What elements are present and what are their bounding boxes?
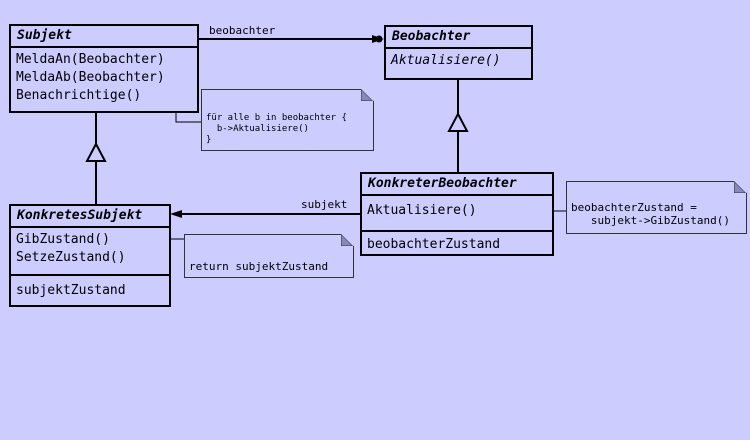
class-subjekt: Subjekt MeldaAn(Beobachter) MeldaAb(Beob… <box>9 24 199 113</box>
class-konkretes-subjekt-operations: GibZustand() SetzeZustand() <box>11 228 169 274</box>
association-beobachter-label: beobachter <box>209 24 276 37</box>
association-beobachter-dot <box>375 35 383 43</box>
operation: MeldaAn(Beobachter) <box>16 52 165 67</box>
class-konkretes-subjekt-name: KonkretesSubjekt <box>11 206 169 228</box>
class-konkreter-beobachter-attributes: beobachterZustand <box>362 230 552 257</box>
generalization-beobachter-triangle <box>447 111 469 132</box>
class-konkretes-subjekt: KonkretesSubjekt GibZustand() SetzeZusta… <box>9 204 171 307</box>
operation: MeldaAb(Beobachter) <box>16 70 165 85</box>
attribute: beobachterZustand <box>367 237 501 252</box>
class-beobachter-name: Beobachter <box>386 27 531 49</box>
note-aktualisiere: beobachterZustand = subjekt->GibZustand(… <box>566 181 747 234</box>
note-benachrichtige: für alle b in beobachter { b->Aktualisie… <box>201 89 374 151</box>
association-subjekt-arrowhead <box>170 210 182 218</box>
association-subjekt-label: subjekt <box>301 198 348 211</box>
class-konkreter-beobachter-name: KonkreterBeobachter <box>362 174 552 196</box>
note-fold-icon <box>361 89 373 101</box>
note-fold-icon <box>341 234 353 246</box>
attribute: subjektZustand <box>16 283 126 298</box>
generalization-subjekt-triangle <box>85 141 107 162</box>
operation: GibZustand() <box>16 232 110 247</box>
class-beobachter-operations: Aktualisiere() <box>386 49 531 73</box>
class-subjekt-name: Subjekt <box>11 26 197 48</box>
note-gibzustand: return subjektZustand <box>184 234 354 278</box>
operation: Aktualisiere() <box>391 53 501 68</box>
note-fold-icon <box>734 181 746 193</box>
operation: SetzeZustand() <box>16 250 126 265</box>
class-konkreter-beobachter: KonkreterBeobachter Aktualisiere() beoba… <box>360 172 554 256</box>
class-konkretes-subjekt-attributes: subjektZustand <box>11 274 169 303</box>
class-konkreter-beobachter-operations: Aktualisiere() <box>362 196 552 230</box>
class-subjekt-operations: MeldaAn(Beobachter) MeldaAb(Beobachter) … <box>11 48 197 108</box>
operation: Aktualisiere() <box>367 203 477 218</box>
class-beobachter: Beobachter Aktualisiere() <box>384 25 533 80</box>
operation: Benachrichtige() <box>16 88 142 103</box>
